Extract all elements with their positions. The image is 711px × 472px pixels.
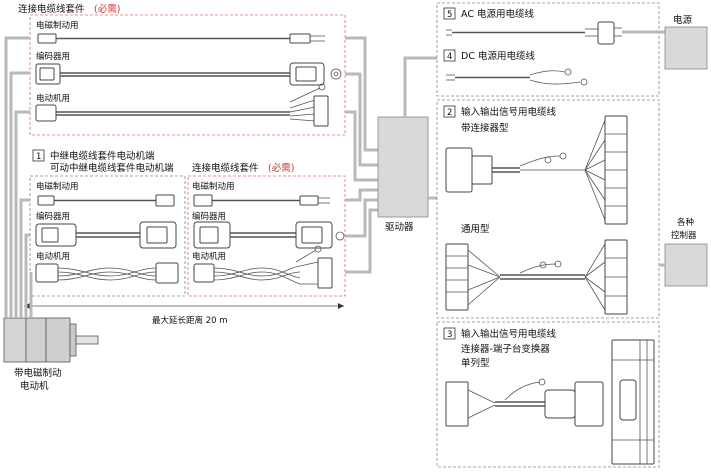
max-length-label: 最大延长距离 20 m xyxy=(152,315,228,326)
mid-kit-title: 连接电缆线套件 xyxy=(192,162,259,174)
ac-cable-label: AC 电源用电缆线 xyxy=(461,8,534,20)
top-kit-required: (必需) xyxy=(94,3,120,15)
relay-encoder-label: 编码器用 xyxy=(36,211,70,222)
top-motor-cable xyxy=(35,83,329,127)
io-cable-label: 输入输出信号用电缆线 xyxy=(461,106,557,118)
io-num-box xyxy=(443,105,456,118)
max-length-dimension xyxy=(24,303,344,309)
io-general-label: 通用型 xyxy=(461,224,490,235)
driver-right-links xyxy=(403,56,437,200)
relay-num: 1 xyxy=(36,152,41,162)
top-encoder-label: 编码器用 xyxy=(36,51,70,62)
motor-label-line2: 电动机 xyxy=(20,380,49,392)
mid-kit-required: (必需) xyxy=(268,162,294,174)
power-box xyxy=(664,26,708,70)
relay-motor-label: 电动机用 xyxy=(36,251,70,262)
io-num: 2 xyxy=(447,108,452,118)
relay-title-line2: 可动中继电缆线套件电动机端 xyxy=(50,162,174,174)
term-num: 3 xyxy=(447,330,452,340)
ac-cable-drawing xyxy=(446,21,622,45)
relay-encoder-cable xyxy=(35,221,177,249)
mid-brake-cable xyxy=(193,194,330,207)
motor-leads xyxy=(4,36,33,318)
io-cable-frame xyxy=(436,99,660,319)
mid-encoder-label: 编码器用 xyxy=(192,211,226,222)
dc-num: 4 xyxy=(447,52,452,62)
term-line1: 连接器-端子台变换器 xyxy=(461,343,550,355)
controller-box xyxy=(664,243,708,287)
top-encoder-cable xyxy=(35,62,342,86)
driver-label: 驱动器 xyxy=(385,222,414,233)
ac-num: 5 xyxy=(447,10,452,20)
controller-label-line1: 各种 xyxy=(677,217,694,228)
io-general-drawing xyxy=(445,239,628,315)
dc-num-box xyxy=(443,49,456,62)
mid-brake-label: 电磁制动用 xyxy=(192,181,235,192)
power-label: 电源 xyxy=(673,14,693,26)
dc-cable-label: DC 电源用电缆线 xyxy=(461,50,535,62)
ac-num-box xyxy=(443,7,456,20)
power-cable-frame xyxy=(436,2,660,97)
term-cable-label: 输入输出信号用电缆线 xyxy=(461,328,557,340)
relay-motor-cable xyxy=(35,262,179,284)
controller-label-line2: 控制器 xyxy=(671,230,697,241)
top-brake-cable xyxy=(37,33,325,44)
term-cable-frame xyxy=(436,321,660,468)
term-cable-drawing xyxy=(445,339,655,465)
top-kit-title: 连接电缆线套件 xyxy=(18,3,85,15)
io-with-connector-label: 带连接器型 xyxy=(461,122,509,134)
mid-motor-label: 电动机用 xyxy=(192,251,226,262)
mid-motor-cable xyxy=(193,245,333,289)
driver-bus xyxy=(345,36,378,274)
term-num-box xyxy=(443,327,456,340)
mid-encoder-cable xyxy=(193,221,345,249)
relay-num-box xyxy=(32,149,45,162)
top-motor-label: 电动机用 xyxy=(36,93,70,104)
relay-brake-label: 电磁制动用 xyxy=(36,181,79,192)
driver-box xyxy=(377,116,429,218)
top-brake-label: 电磁制动用 xyxy=(36,20,79,31)
motor-label-line1: 带电磁制动 xyxy=(14,367,62,379)
relay-brake-cable xyxy=(37,194,175,207)
io-with-connector-drawing xyxy=(445,115,628,225)
dc-cable-drawing xyxy=(446,68,588,86)
relay-title-line1: 中继电缆线套件电动机端 xyxy=(50,150,155,162)
term-line2: 单列型 xyxy=(461,357,490,369)
motor-drawing xyxy=(3,317,99,363)
